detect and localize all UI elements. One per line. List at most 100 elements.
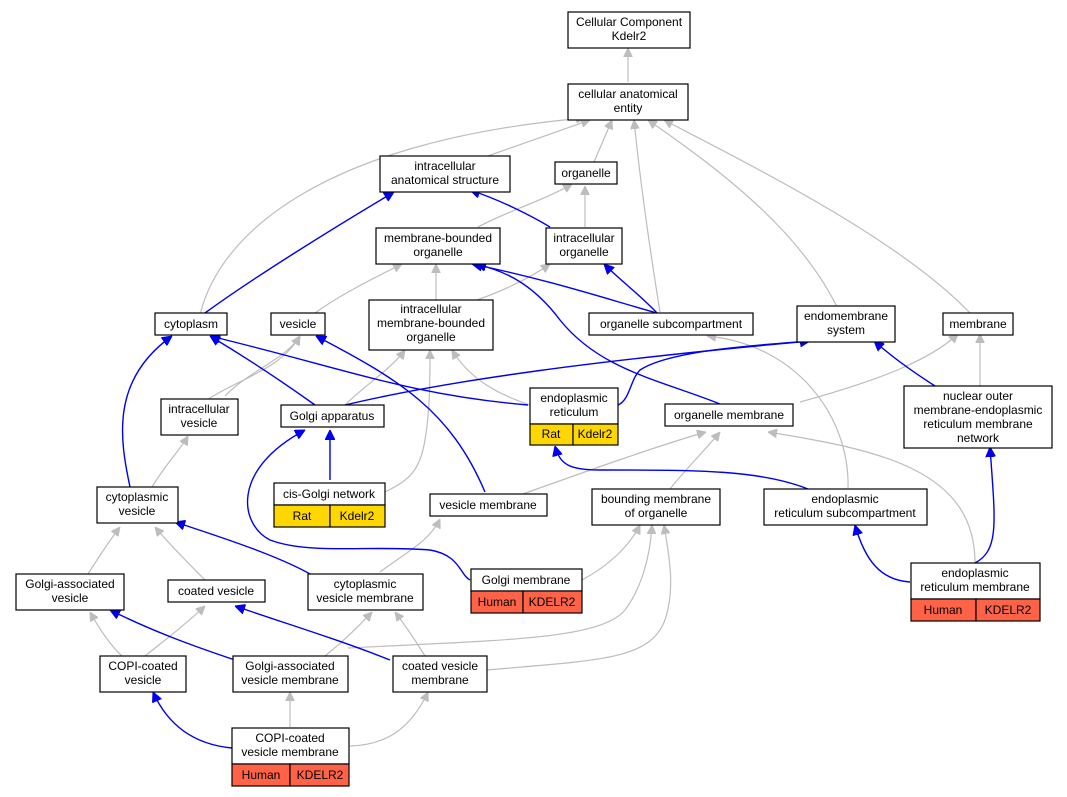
annotation-gene: Kdelr2: [340, 509, 375, 523]
node-membrane-bounded-organelle[interactable]: membrane-bounded organelle: [375, 227, 501, 265]
node-membrane[interactable]: membrane: [942, 312, 1014, 336]
node-label: intracellular: [553, 231, 614, 245]
node-label: organelle subcompartment: [600, 317, 743, 331]
edge-isa: [669, 432, 720, 490]
node-label: reticulum membrane: [923, 417, 1033, 431]
node-label: endomembrane: [804, 309, 888, 323]
node-label: coated vesicle: [178, 584, 254, 598]
edge-part-of: [204, 191, 394, 314]
node-organelle-subcompartment[interactable]: organelle subcompartment: [588, 312, 754, 336]
node-label: anatomical structure: [391, 173, 499, 187]
node-er-membrane[interactable]: endoplasmic reticulum membrane Human KDE…: [910, 562, 1041, 622]
node-label: Golgi-associated: [245, 659, 334, 673]
node-golgi-membrane[interactable]: Golgi membrane Human KDELR2: [470, 568, 583, 614]
node-intracellular-vesicle[interactable]: intracellular vesicle: [160, 398, 239, 436]
node-label: coated vesicle: [402, 659, 478, 673]
node-label: vesicle: [119, 504, 156, 518]
annotation-species: Human: [478, 595, 517, 609]
edge-isa: [324, 612, 372, 657]
node-cytoplasmic-vesicle-membrane[interactable]: cytoplasmic vesicle membrane: [307, 573, 424, 611]
node-coated-vesicle-membrane[interactable]: coated vesicle membrane: [392, 655, 488, 693]
node-copi-coated-vesicle-membrane[interactable]: COPI-coated vesicle membrane Human KDELR…: [231, 727, 350, 787]
node-cellular-component[interactable]: Cellular Component Kdelr2: [567, 11, 691, 49]
edge-isa: [634, 120, 661, 313]
edge-isa: [476, 264, 550, 301]
node-label: vesicle membrane: [241, 673, 339, 687]
nodes: Cellular Component Kdelr2 cellular anato…: [15, 11, 1053, 787]
node-label: cytoplasm: [164, 317, 218, 331]
node-golgi-associated-vesicle-membrane[interactable]: Golgi-associated vesicle membrane: [232, 655, 349, 693]
node-label: vesicle membrane: [316, 591, 414, 605]
edge-part-of: [316, 335, 486, 493]
edge-part-of: [604, 264, 658, 314]
node-cytoplasm[interactable]: cytoplasm: [154, 312, 228, 336]
node-label: membrane: [411, 673, 469, 687]
node-vesicle-membrane[interactable]: vesicle membrane: [429, 493, 548, 517]
edge-isa: [344, 350, 405, 406]
node-nuclear-outer-membrane-er-network[interactable]: nuclear outer membrane-endoplasmic retic…: [903, 385, 1053, 449]
edge-isa: [144, 606, 205, 657]
node-cellular-anatomical-entity[interactable]: cellular anatomical entity: [567, 83, 689, 121]
edge-isa: [477, 183, 572, 228]
edge-isa: [581, 525, 641, 581]
node-vesicle[interactable]: vesicle: [270, 312, 326, 336]
node-label: organelle: [413, 245, 463, 259]
node-intracellular-membrane-bounded-organelle[interactable]: intracellular membrane-bounded organelle: [368, 299, 494, 351]
node-organelle-membrane[interactable]: organelle membrane: [664, 403, 794, 427]
edges: [87, 48, 994, 749]
edge-part-of: [210, 336, 529, 406]
edge-part-of: [235, 606, 391, 661]
node-label: cytoplasmic: [334, 577, 397, 591]
node-label: intracellular: [168, 402, 229, 416]
edge-part-of: [110, 609, 236, 661]
edge-part-of: [153, 692, 233, 749]
edge-isa: [519, 432, 706, 496]
node-cytoplasmic-vesicle[interactable]: cytoplasmic vesicle: [96, 486, 179, 524]
node-endomembrane-system[interactable]: endomembrane system: [796, 305, 896, 343]
node-label: membrane-endoplasmic: [914, 403, 1043, 417]
node-er-subcompartment[interactable]: endoplasmic reticulum subcompartment: [763, 488, 928, 526]
node-endoplasmic-reticulum[interactable]: endoplasmic reticulum Rat Kdelr2: [529, 387, 619, 446]
node-label: organelle: [406, 330, 456, 344]
annotation-gene: KDELR2: [985, 603, 1032, 617]
node-golgi-associated-vesicle[interactable]: Golgi-associated vesicle: [15, 573, 125, 611]
edge-isa: [349, 692, 428, 747]
edge-isa: [799, 334, 958, 403]
edge-isa: [206, 336, 301, 401]
node-label: organelle membrane: [674, 408, 784, 422]
node-label: endoplasmic: [811, 492, 878, 506]
edge-part-of: [555, 446, 809, 490]
node-label: COPI-coated: [255, 731, 324, 745]
edge-part-of: [855, 525, 911, 583]
node-label: vesicle: [125, 673, 162, 687]
node-golgi-apparatus[interactable]: Golgi apparatus: [280, 404, 385, 428]
edge-isa: [486, 525, 672, 671]
node-cis-golgi-network[interactable]: cis-Golgi network Rat Kdelr2: [273, 482, 386, 528]
node-label: COPI-coated: [108, 659, 177, 673]
edge-isa: [199, 118, 585, 316]
node-label: Cellular Component: [576, 15, 683, 29]
annotation-species: Rat: [542, 427, 561, 441]
edge-isa: [87, 527, 120, 575]
node-label: endoplasmic: [540, 391, 607, 405]
node-organelle[interactable]: organelle: [554, 161, 618, 185]
node-coated-vesicle[interactable]: coated vesicle: [167, 579, 266, 603]
edge-isa: [452, 350, 531, 406]
edge-isa: [707, 336, 849, 489]
node-label: Golgi membrane: [482, 573, 571, 587]
node-label: cis-Golgi network: [283, 487, 376, 501]
edge-part-of: [121, 336, 172, 488]
edge-isa: [484, 120, 590, 158]
edge-isa: [155, 527, 206, 581]
node-intracellular-anatomical-structure[interactable]: intracellular anatomical structure: [379, 155, 511, 193]
node-copi-coated-vesicle[interactable]: COPI-coated vesicle: [99, 655, 187, 693]
annotation-species: Human: [924, 603, 963, 617]
edge-part-of: [617, 341, 810, 406]
node-bounding-membrane-of-organelle[interactable]: bounding membrane of organelle: [591, 488, 721, 526]
node-label: organelle: [561, 166, 611, 180]
node-intracellular-organelle[interactable]: intracellular organelle: [545, 227, 623, 265]
node-label: Kdelr2: [612, 29, 647, 43]
node-label: vesicle: [280, 317, 317, 331]
edge-part-of: [472, 264, 658, 314]
